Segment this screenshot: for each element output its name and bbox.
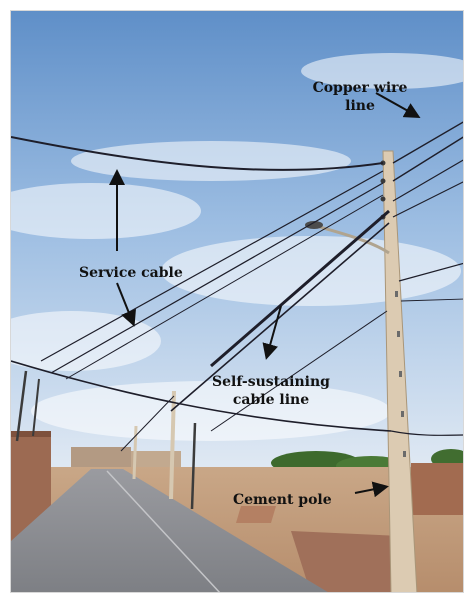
arrow-copper: [375, 92, 421, 118]
label-copper-line2: line: [345, 98, 375, 114]
arrow-cement-pole: [354, 481, 389, 498]
street-photo: Copper wire line Service cable Self-sust…: [10, 10, 464, 593]
rubble: [291, 531, 411, 592]
label-copper-wire-line: Copper wire line: [295, 79, 425, 115]
clouds: [11, 53, 463, 441]
label-self-sustaining-cable-line: Self-sustaining cable line: [191, 373, 351, 409]
arrow-self-sustaining: [262, 305, 282, 360]
street-lamp-head: [305, 221, 323, 229]
label-copper-line1: Copper wire: [312, 80, 408, 96]
arrow-service-down: [116, 282, 136, 327]
road: [11, 469, 328, 592]
mud-wall-right: [411, 463, 463, 515]
background-pole: [15, 370, 28, 442]
street-scene-illustration: [11, 11, 463, 592]
label-self-line2: cable line: [232, 392, 310, 408]
label-service-cable: Service cable: [79, 265, 183, 281]
background-pole: [132, 425, 138, 480]
wires: [11, 121, 463, 452]
street-lamp-arm: [315, 224, 390, 255]
annotation-arrows: [109, 92, 421, 498]
background-pole: [190, 422, 197, 510]
label-cement-pole: Cement pole: [233, 492, 332, 508]
label-self-line1: Self-sustaining: [212, 374, 330, 390]
